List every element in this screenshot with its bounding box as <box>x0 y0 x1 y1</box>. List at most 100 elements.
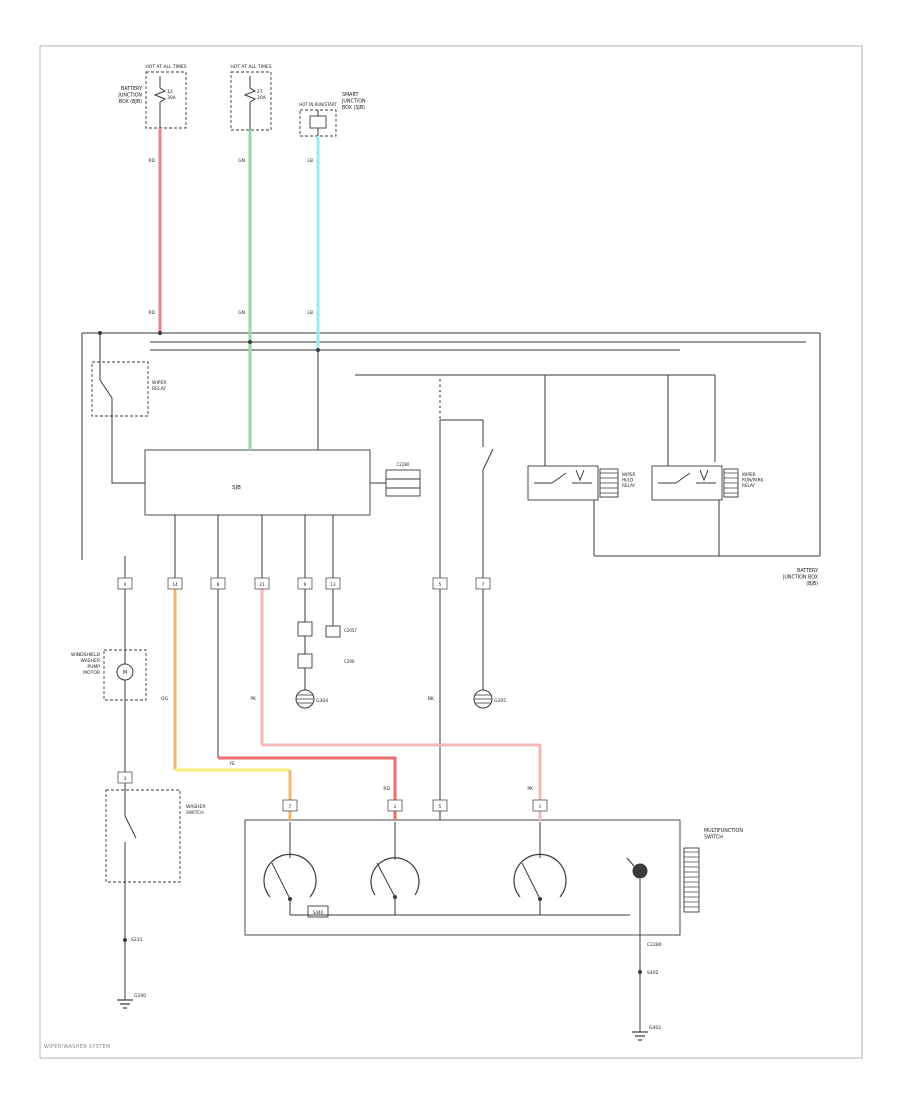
diagram-label: C2280 <box>647 942 662 948</box>
fuse2-element <box>243 87 257 103</box>
inline-connector-b <box>297 653 313 669</box>
pin-label: 14 <box>172 582 178 587</box>
junction-dot <box>288 897 292 901</box>
relay1-contact-blade <box>551 472 567 484</box>
diagram-footer-label: WIPER/WASHER SYSTEM <box>44 1044 111 1050</box>
pin-box <box>210 577 226 590</box>
junction-dot <box>638 970 642 974</box>
diagram-label: PK <box>250 696 257 702</box>
pin-box <box>117 771 133 784</box>
pin-box <box>282 799 298 812</box>
pin-label: 1 <box>539 804 542 809</box>
diagram-label: C2280 <box>397 462 410 467</box>
pin-label: 4 <box>124 582 127 587</box>
junction-dot <box>538 897 542 901</box>
diagram-label: C290 <box>344 659 355 664</box>
washer-pump-motor <box>116 663 134 681</box>
fuse1-box <box>145 71 187 129</box>
diagram-label: BK <box>428 696 435 702</box>
junction-dot <box>248 340 252 344</box>
wiper-switch-position-1 <box>263 853 317 898</box>
diagram-label: LB <box>307 158 313 164</box>
diagram-label: G402 <box>649 1025 661 1031</box>
diagram-label: RD <box>148 158 155 164</box>
diagram-label: G100 <box>134 993 146 999</box>
pin-label: 13 <box>330 582 336 587</box>
diagram-label: S440 <box>313 910 324 915</box>
diagram-label: HOT AT ALL TIMES <box>145 64 186 70</box>
switch-feed <box>440 419 484 447</box>
relay1-box <box>527 465 599 501</box>
relay2-box <box>651 465 723 501</box>
washer-switch-box <box>105 789 181 883</box>
switch-connector-block <box>683 847 700 913</box>
pin-label: 5 <box>439 582 442 587</box>
pin-label: 21 <box>259 582 265 587</box>
pin-box <box>432 577 448 590</box>
wiper-switch-position-2 <box>370 857 420 896</box>
sjb-connector <box>385 469 421 497</box>
sjb-box <box>144 449 371 516</box>
junction-dot <box>98 331 102 335</box>
wire-pink-2 <box>262 743 542 820</box>
relay2-contact-blade <box>675 472 691 484</box>
park-switch-blade <box>626 857 635 867</box>
junction-dot <box>158 331 162 335</box>
diagram-label: PK <box>527 786 534 792</box>
diagram-label: HOT AT ALL TIMES <box>230 64 271 70</box>
washer-switch-blade <box>124 815 137 839</box>
diagram-label: HOT IN RUN/START <box>299 102 337 107</box>
diagram-label: RD <box>148 310 155 316</box>
frame <box>39 45 863 1059</box>
arc3-arm <box>521 862 541 900</box>
wire-red-low <box>218 756 397 820</box>
junction-dot <box>123 938 127 942</box>
arc2-arm <box>376 862 396 898</box>
pin-box <box>432 799 448 812</box>
inline-connector-a <box>297 621 313 637</box>
pin-box <box>117 577 133 590</box>
sjb-relay-box <box>91 361 149 417</box>
pin-box <box>387 799 403 812</box>
pin-label: 2 <box>394 804 397 809</box>
splice-box <box>307 905 329 918</box>
sjb-relay-blade <box>99 379 113 399</box>
pin-box <box>297 577 313 590</box>
relay1-coil <box>575 469 585 482</box>
park-switch-cam <box>632 863 648 879</box>
diagram-label: RD <box>383 786 390 792</box>
breaker-inner <box>309 115 327 129</box>
inline-connector-c <box>325 625 341 638</box>
arc1-arm <box>271 862 291 900</box>
fuse1-element <box>153 87 167 103</box>
diagram-label: GN <box>238 310 245 316</box>
pin-box <box>167 577 183 590</box>
sjb-relay-out <box>111 398 145 484</box>
diagram-label: G305 <box>494 698 506 704</box>
pin-label: 7 <box>289 804 292 809</box>
diagram-label: SJB <box>232 485 241 491</box>
switch-blade <box>482 448 494 471</box>
diagram-label: YE <box>228 761 235 767</box>
diagram-label: G304 <box>316 698 328 704</box>
junction-dot <box>393 895 397 899</box>
pin-box <box>325 577 341 590</box>
diagram-label: GN <box>238 158 245 164</box>
pin-label: 3 <box>124 776 127 781</box>
pin-label: 8 <box>217 582 220 587</box>
diagram-label: M <box>123 670 127 676</box>
diagram-label: LB <box>307 310 313 316</box>
diagram-label: OG <box>161 696 169 702</box>
pin-box <box>475 577 491 590</box>
diagram-label: C2057 <box>344 628 357 633</box>
